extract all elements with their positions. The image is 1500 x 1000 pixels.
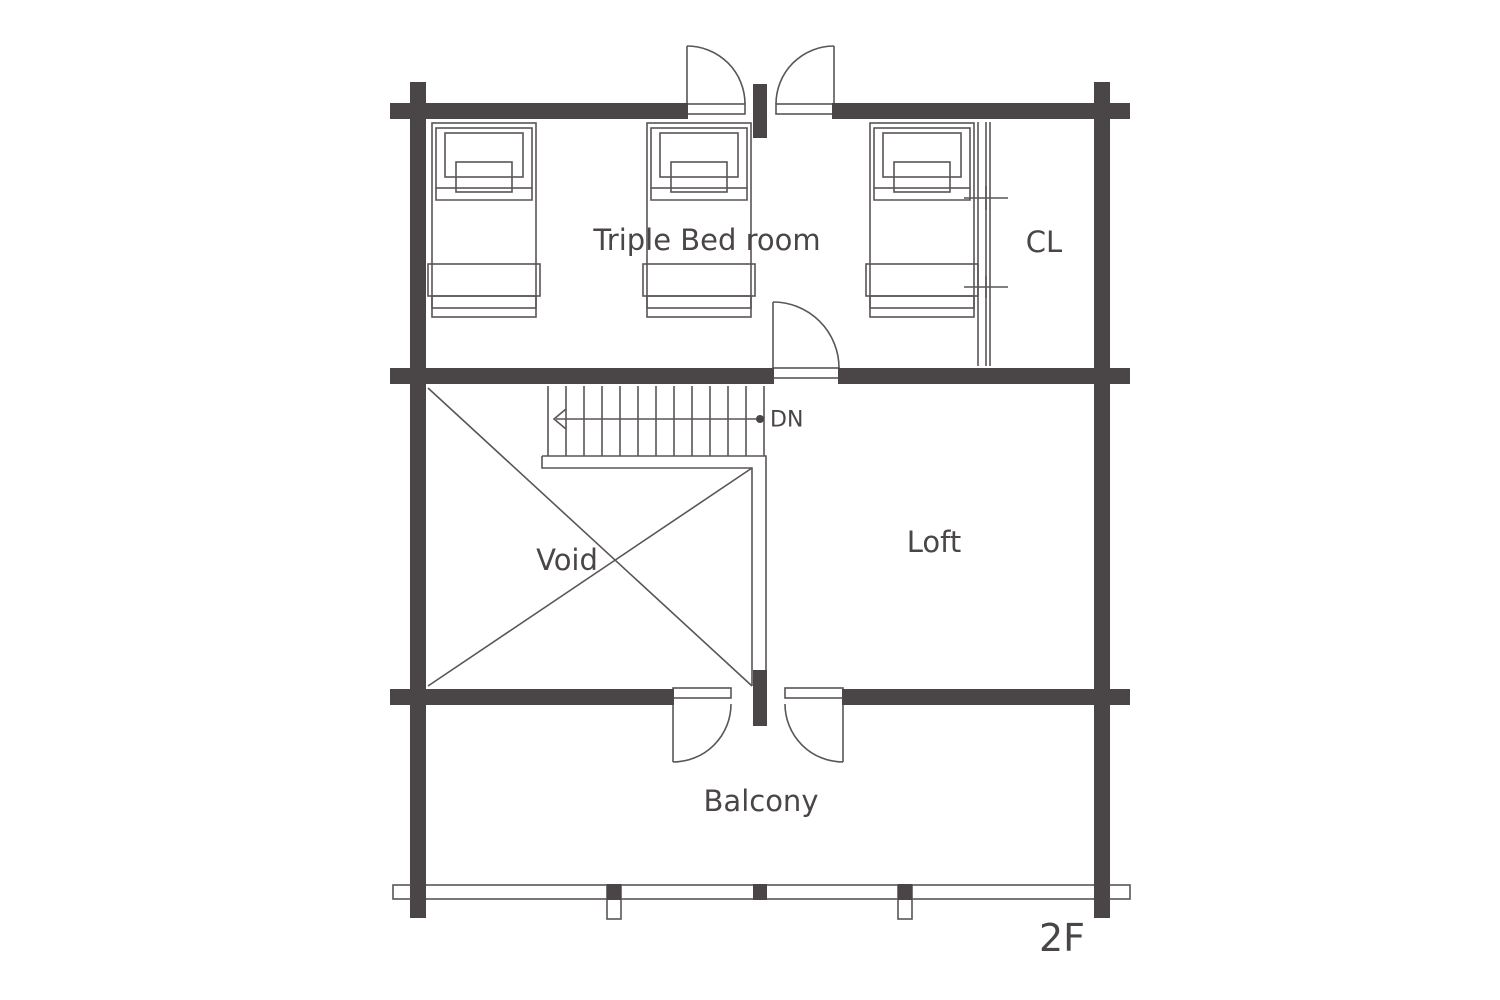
closet-sliding-door xyxy=(964,122,1008,366)
bed-middle xyxy=(642,122,756,318)
bedroom-entry-door xyxy=(686,45,835,115)
void-opening xyxy=(427,387,753,687)
room-label-balcony: Balcony xyxy=(703,784,819,818)
staircase xyxy=(541,386,767,686)
stairs-start-dot xyxy=(756,415,764,423)
stairs-direction-label: DN xyxy=(770,407,804,433)
bed-left xyxy=(427,122,541,318)
room-label-void: Void xyxy=(536,543,598,577)
room-label-loft: Loft xyxy=(906,525,962,559)
bedroom-door xyxy=(772,301,840,379)
bed-right xyxy=(865,122,979,318)
walls xyxy=(390,82,1130,918)
room-label-closet: CL xyxy=(1025,225,1063,259)
room-label-triple-bedroom: Triple Bed room xyxy=(593,223,821,257)
floor-label: 2F xyxy=(1038,916,1086,960)
